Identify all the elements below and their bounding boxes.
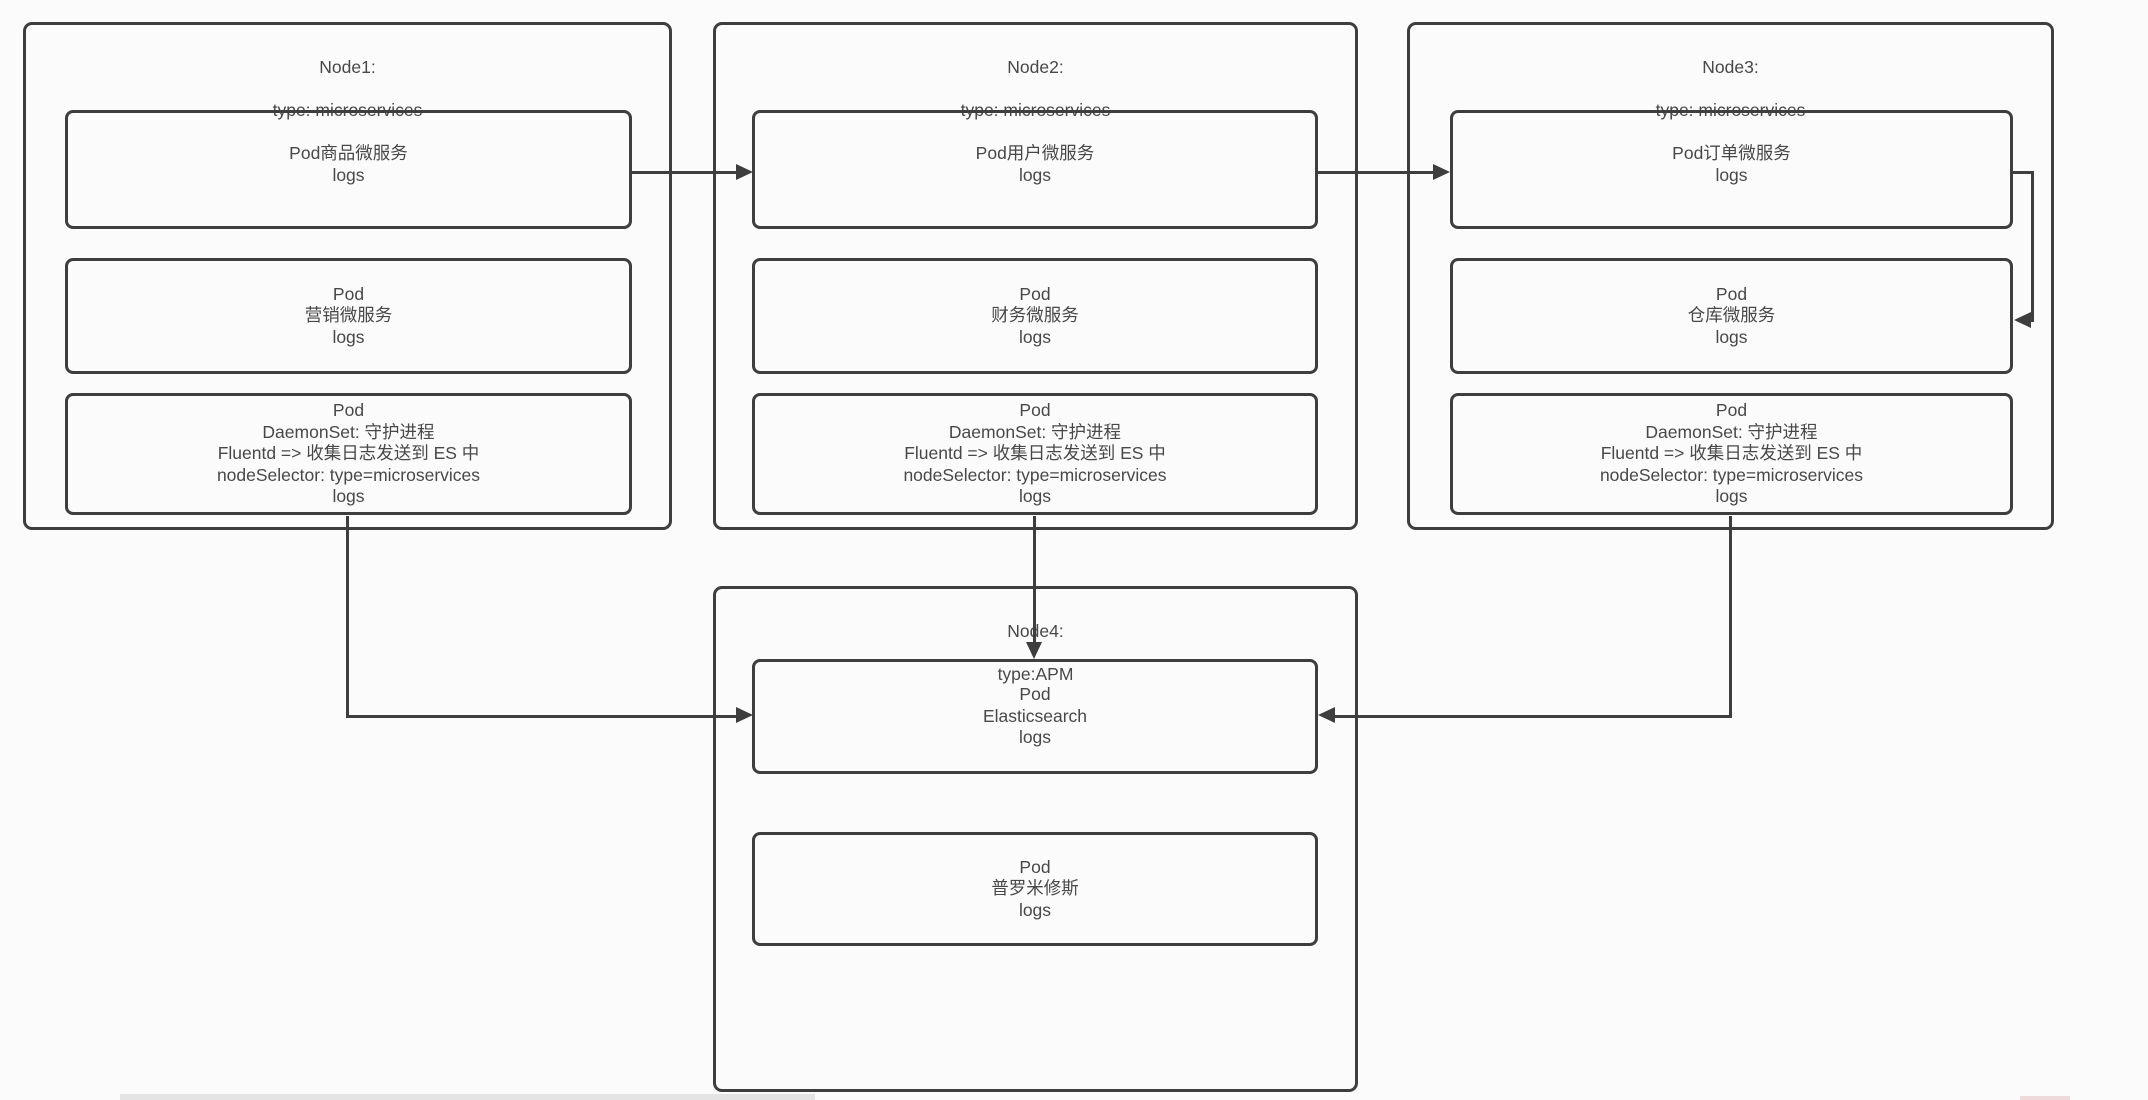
node3-subtitle-line: type: microservices	[1655, 99, 1806, 120]
node2-subtitle-line: type: microservices	[960, 99, 1111, 120]
pod-text-line: Pod	[1019, 856, 1051, 877]
edge-node2-node4-vertical	[1033, 516, 1036, 643]
pod-text-line: Elasticsearch	[982, 705, 1088, 726]
pod-node2-caiwu: Pod 财务微服务 logs	[752, 258, 1318, 374]
pod-text-line: logs	[1018, 486, 1052, 507]
node1-title: Node1: type: microservices	[23, 35, 672, 143]
edge-node2-node3-line	[1318, 171, 1433, 174]
pod-text-line: DaemonSet: 守护进程	[948, 421, 1122, 442]
pod-text-line: Pod	[1019, 400, 1051, 421]
node3-title: Node3: type: microservices	[1407, 35, 2054, 143]
pod-text-line: Fluentd => 收集日志发送到 ES 中	[1600, 443, 1863, 464]
edge-node3-loop-top	[2013, 171, 2034, 174]
edge-node3-node4-arrowhead	[1318, 707, 1335, 723]
pod-node1-shangpin: Pod商品微服务 logs	[65, 110, 632, 229]
pod-text-line: Pod	[332, 283, 365, 304]
pod-text-line: nodeSelector: type=microservices	[1599, 464, 1864, 485]
pod-text-line: logs	[1018, 164, 1052, 185]
pod-text-line: logs	[332, 164, 365, 185]
node1-subtitle-line: type: microservices	[272, 99, 423, 120]
edge-node3-node4-vertical	[1729, 516, 1732, 718]
pod-text-line: logs	[1018, 899, 1052, 920]
pod-node4-prometheus: Pod 普罗米修斯 logs	[752, 832, 1318, 946]
bottom-edge-artifact-right	[2020, 1096, 2070, 1100]
pod-text-line: Pod	[1715, 400, 1748, 421]
pod-text-line: logs	[1715, 486, 1748, 507]
pod-text-line: Fluentd => 收集日志发送到 ES 中	[217, 443, 480, 464]
pod-text-line: logs	[1715, 164, 1748, 185]
pod-node3-daemonset: Pod DaemonSet: 守护进程 Fluentd => 收集日志发送到 E…	[1450, 393, 2013, 515]
pod-text-line: logs	[332, 486, 365, 507]
pod-text-line: logs	[332, 326, 365, 347]
edge-node1-node2-arrowhead	[736, 164, 753, 180]
node2-title-line: Node2:	[1007, 56, 1064, 77]
pod-text-line: nodeSelector: type=microservices	[216, 464, 481, 485]
edge-node3-loop-arrowhead	[2014, 312, 2031, 328]
pod-node1-yingxiao: Pod 营销微服务 logs	[65, 258, 632, 374]
pod-text-line: DaemonSet: 守护进程	[1645, 421, 1818, 442]
pod-node3-dingdan: Pod订单微服务 logs	[1450, 110, 2013, 229]
edge-node2-node4-arrowhead	[1026, 642, 1042, 659]
pod-node4-elasticsearch: Pod Elasticsearch logs	[752, 659, 1318, 774]
pod-text-line: 财务微服务	[991, 305, 1079, 326]
pod-text-line: 仓库微服务	[1687, 305, 1776, 326]
edge-node1-node4-arrowhead	[736, 707, 753, 723]
pod-node3-cangku: Pod 仓库微服务 logs	[1450, 258, 2013, 374]
pod-text-line: nodeSelector: type=microservices	[903, 464, 1167, 485]
pod-text-line: Pod	[1715, 283, 1748, 304]
pod-text-line: Pod订单微服务	[1672, 143, 1791, 163]
pod-text-line: logs	[1715, 326, 1748, 347]
node4-subtitle-line: type:APM	[997, 663, 1074, 684]
pod-text-line: 普罗米修斯	[991, 878, 1079, 899]
pod-text-line: Fluentd => 收集日志发送到 ES 中	[904, 443, 1166, 464]
edge-node1-node4-horizontal	[346, 715, 736, 718]
bottom-edge-artifact-left	[120, 1094, 815, 1100]
node2-title: Node2: type: microservices	[713, 35, 1358, 143]
pod-node2-yonghu: Pod用户微服务 logs	[752, 110, 1318, 229]
pod-text-line: Pod用户微服务	[975, 143, 1095, 163]
pod-text-line: logs	[1018, 326, 1052, 347]
edge-node1-node4-vertical	[346, 516, 349, 718]
pod-text-line: Pod	[1019, 283, 1051, 304]
pod-text-line: Pod商品微服务	[289, 143, 408, 163]
node1-title-line: Node1:	[319, 56, 376, 77]
pod-node1-daemonset: Pod DaemonSet: 守护进程 Fluentd => 收集日志发送到 E…	[65, 393, 632, 515]
pod-text-line: Pod	[1019, 684, 1051, 705]
node3-title-line: Node3:	[1702, 56, 1759, 77]
edge-node1-node2-line	[632, 171, 736, 174]
edge-node2-node3-arrowhead	[1433, 164, 1450, 180]
pod-text-line: DaemonSet: 守护进程	[262, 421, 435, 442]
edge-node3-loop-vertical	[2031, 171, 2034, 322]
pod-text-line: 营销微服务	[304, 305, 393, 326]
pod-text-line: Pod	[332, 400, 365, 421]
edge-node3-node4-horizontal	[1335, 715, 1732, 718]
pod-text-line: logs	[1018, 727, 1052, 748]
pod-node2-daemonset: Pod DaemonSet: 守护进程 Fluentd => 收集日志发送到 E…	[752, 393, 1318, 515]
